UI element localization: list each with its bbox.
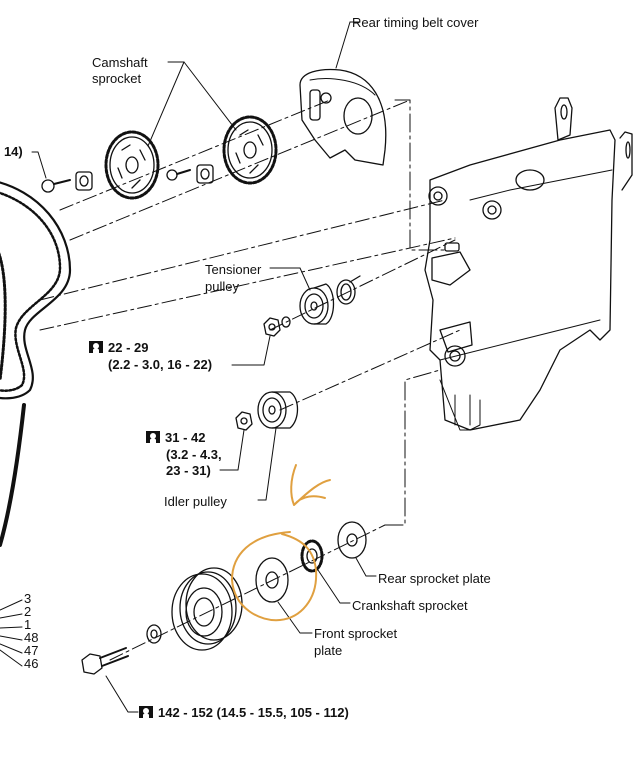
crankshaft-assembly <box>81 521 377 713</box>
rear-timing-belt-cover <box>299 21 387 166</box>
torque-idler-nut-3: 23 - 31) <box>166 463 211 478</box>
torque-crank-bolt: 142 - 152 (14.5 - 15.5, 105 - 112) <box>138 705 349 721</box>
guide-lines <box>384 99 446 526</box>
torque-wrench-icon <box>146 431 160 443</box>
torque-tensioner-nut: 22 - 29 <box>88 340 148 356</box>
belt-tooth-number: 46 <box>24 656 39 671</box>
camshaft-bolts <box>41 164 214 193</box>
label-crankshaft-sprocket: Crankshaft sprocket <box>352 598 468 613</box>
label-front-sprocket-plate: Front sprocket <box>314 626 398 641</box>
belt-tooth-callouts: 3 2 1 48 47 46 <box>24 592 38 670</box>
label-rear-sprocket-plate: Rear sprocket plate <box>378 571 491 586</box>
label-rear-timing-belt-cover: Rear timing belt cover <box>352 15 479 30</box>
torque-idler-nut-2: (3.2 - 4.3, <box>166 447 222 462</box>
label-camshaft-sprocket: Camshaft <box>92 55 148 70</box>
belt-tooth-number: 3 <box>24 591 32 606</box>
belt-tooth-number: 1 <box>24 617 32 632</box>
torque-wrench-icon <box>89 341 103 353</box>
annotation-circle <box>230 531 318 622</box>
camshaft-leaders <box>31 61 237 179</box>
belt-tooth-number: 2 <box>24 604 32 619</box>
label-idler-pulley: Idler pulley <box>164 494 227 509</box>
engine-block <box>424 97 633 431</box>
torque-crank-value: 142 - 152 (14.5 - 15.5, 105 - 112) <box>158 705 349 720</box>
torque-wrench-icon <box>139 706 153 718</box>
torque-camshaft-bolt: - 14) <box>0 144 23 159</box>
belt-tooth-number: 47 <box>24 643 39 658</box>
torque-tensioner-value: 22 - 29 <box>108 340 149 355</box>
label-front-sprocket-plate-2: plate <box>314 643 343 658</box>
belt-tooth-number: 48 <box>24 630 39 645</box>
torque-idler-nut: 31 - 42 <box>145 430 205 446</box>
timing-belt <box>0 181 72 547</box>
belt-callout-leaders <box>0 599 23 667</box>
torque-tensioner-nut-2: (2.2 - 3.0, 16 - 22) <box>108 357 213 372</box>
hand-annotation <box>230 464 331 622</box>
torque-idler-value: 31 - 42 <box>165 430 206 445</box>
camshaft-sprocket-left <box>104 130 160 200</box>
camshaft-sprocket-right <box>222 115 278 185</box>
idler-pulley-assembly <box>219 391 299 501</box>
label-tensioner-pulley-2: pulley <box>205 279 239 294</box>
annotation-arrow <box>290 464 331 506</box>
tensioner-assembly <box>231 267 361 366</box>
label-tensioner-pulley: Tensioner <box>205 262 262 277</box>
label-camshaft-sprocket-2: sprocket <box>92 71 142 86</box>
